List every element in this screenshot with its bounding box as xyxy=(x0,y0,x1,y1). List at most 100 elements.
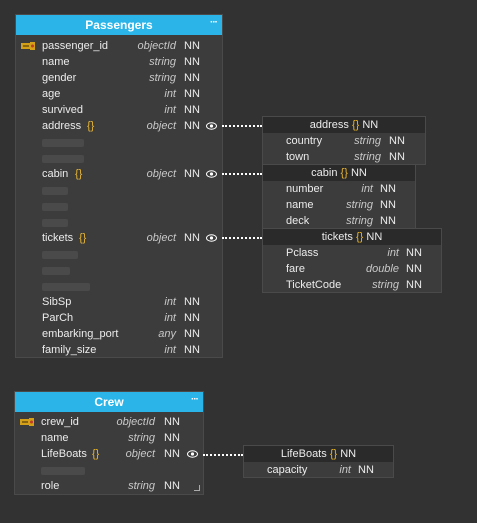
subobject-nn: NN xyxy=(366,231,383,243)
field-name: name xyxy=(41,432,69,444)
field-row[interactable]: crew_id objectId NN xyxy=(15,414,203,430)
object-brace-icon: {} xyxy=(75,168,83,180)
field-row[interactable]: embarking_port any NN xyxy=(16,326,222,342)
eye-icon[interactable] xyxy=(206,170,217,178)
field-row-cabin[interactable]: cabin {} object NN xyxy=(16,166,222,182)
entity-title: Crew xyxy=(94,395,124,409)
field-name: address xyxy=(42,120,82,132)
relationship-line-cabin xyxy=(222,173,262,175)
field-name: age xyxy=(42,88,61,100)
field-row[interactable]: deck string NN xyxy=(263,213,415,229)
field-type: object xyxy=(146,232,176,244)
field-row-tickets[interactable]: tickets {} object NN xyxy=(16,230,222,246)
field-name: Pclass xyxy=(286,247,319,259)
field-row[interactable]: country string NN xyxy=(263,133,425,149)
subobject-header[interactable]: address {} NN xyxy=(263,117,425,133)
object-brace-icon: {} xyxy=(351,119,360,131)
object-brace-icon: {} xyxy=(87,120,95,132)
eye-icon[interactable] xyxy=(206,234,217,242)
field-name: fare xyxy=(286,263,305,275)
relationship-line-tickets xyxy=(222,237,262,239)
field-type: int xyxy=(164,104,176,116)
field-name: SibSp xyxy=(42,296,72,308)
more-options-icon[interactable]: ··· xyxy=(210,17,218,28)
field-type: int xyxy=(387,247,399,259)
object-brace-icon: {} xyxy=(340,167,348,179)
address-subobject[interactable]: address {} NN country string NN town str… xyxy=(262,116,426,165)
field-type: objectId xyxy=(137,40,176,52)
field-row[interactable]: TicketCode string NN xyxy=(263,277,441,293)
collapsed-placeholder xyxy=(42,187,68,195)
field-nn: NN xyxy=(184,312,200,324)
entity-title: Passengers xyxy=(85,18,153,32)
crew-entity[interactable]: Crew ··· crew_id objectId NN name string… xyxy=(14,391,204,495)
field-row[interactable]: gender string NN xyxy=(16,70,222,86)
field-row[interactable]: name string NN xyxy=(263,197,415,213)
lifeboats-subobject[interactable]: LifeBoats {} NN capacity int NN xyxy=(243,445,394,478)
field-name: crew_id xyxy=(41,416,79,428)
field-nn: NN xyxy=(184,40,200,52)
field-type: int xyxy=(164,312,176,324)
field-row[interactable]: name string NN xyxy=(15,430,203,446)
primary-key-icon xyxy=(21,42,35,50)
field-name: role xyxy=(41,480,60,492)
eye-icon[interactable] xyxy=(206,122,217,130)
field-nn: NN xyxy=(184,88,200,100)
field-type: int xyxy=(164,344,176,356)
field-row[interactable]: number int NN xyxy=(263,181,415,197)
subobject-title: tickets xyxy=(321,231,353,243)
field-type: double xyxy=(365,263,399,275)
field-row[interactable]: capacity int NN xyxy=(244,462,393,478)
field-nn: NN xyxy=(184,296,200,308)
field-row[interactable]: Pclass int NN xyxy=(263,245,441,261)
resize-handle[interactable] xyxy=(194,485,200,491)
field-row-lifeboats[interactable]: LifeBoats {} object NN xyxy=(15,446,203,462)
crew-header[interactable]: Crew ··· xyxy=(15,392,203,412)
field-name: country xyxy=(286,135,323,147)
field-name: tickets xyxy=(42,232,74,244)
passengers-entity[interactable]: Passengers ··· passenger_id objectId NN … xyxy=(15,14,223,358)
passengers-header[interactable]: Passengers ··· xyxy=(16,15,222,35)
field-row[interactable]: name string NN xyxy=(16,54,222,70)
collapsed-placeholder xyxy=(42,267,70,275)
subobject-title: cabin xyxy=(311,167,338,179)
field-type: int xyxy=(164,296,176,308)
field-nn: NN xyxy=(380,199,396,211)
more-options-icon[interactable]: ··· xyxy=(191,394,199,405)
field-nn: NN xyxy=(184,56,200,68)
field-row[interactable]: fare double NN xyxy=(263,261,441,277)
field-row[interactable]: age int NN xyxy=(16,86,222,102)
field-nn: NN xyxy=(389,151,405,163)
field-name: cabin xyxy=(42,168,69,180)
subobject-header[interactable]: LifeBoats {} NN xyxy=(244,446,393,462)
subobject-title: address xyxy=(309,119,349,131)
field-row[interactable]: ParCh int NN xyxy=(16,310,222,326)
primary-key-icon xyxy=(20,418,34,426)
field-nn: NN xyxy=(406,247,422,259)
field-row[interactable]: role string NN xyxy=(15,478,203,494)
relationship-line-lifeboats xyxy=(203,454,243,456)
field-nn: NN xyxy=(184,72,200,84)
object-brace-icon: {} xyxy=(79,232,87,244)
field-type: objectId xyxy=(116,416,155,428)
subobject-header[interactable]: cabin {} NN xyxy=(263,165,415,181)
field-row[interactable]: survived int NN xyxy=(16,102,222,118)
field-row[interactable]: town string NN xyxy=(263,149,425,165)
field-row[interactable]: family_size int NN xyxy=(16,342,222,358)
field-type: string xyxy=(128,432,155,444)
field-nn: NN xyxy=(184,120,200,132)
field-row-address[interactable]: address {} object NN xyxy=(16,118,222,134)
subobject-header[interactable]: tickets {} NN xyxy=(263,229,441,245)
field-type: string xyxy=(346,215,373,227)
field-row[interactable]: passenger_id objectId NN xyxy=(16,38,222,54)
cabin-subobject[interactable]: cabin {} NN number int NN name string NN… xyxy=(262,164,416,229)
field-nn: NN xyxy=(184,168,200,180)
field-nn: NN xyxy=(406,279,422,291)
tickets-subobject[interactable]: tickets {} NN Pclass int NN fare double … xyxy=(262,228,442,293)
collapsed-placeholder xyxy=(42,219,68,227)
field-name: embarking_port xyxy=(42,328,119,340)
eye-icon[interactable] xyxy=(187,450,198,458)
field-row[interactable]: SibSp int NN xyxy=(16,294,222,310)
field-type: string xyxy=(354,151,381,163)
field-name: TicketCode xyxy=(286,279,342,291)
